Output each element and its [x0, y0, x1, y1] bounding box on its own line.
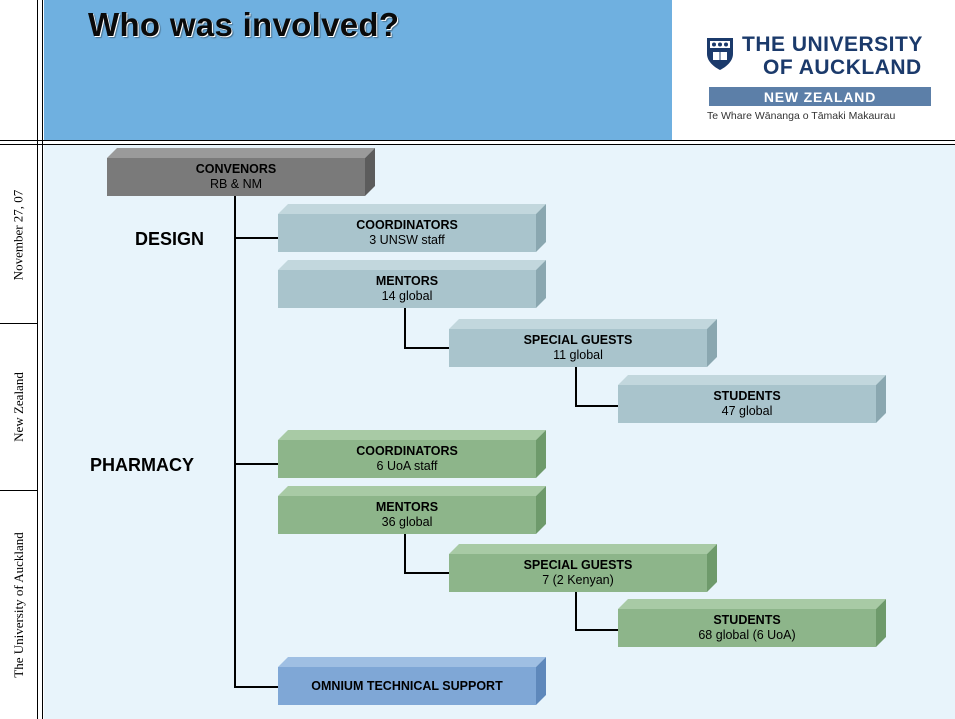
page-title: Who was involved?	[88, 6, 400, 43]
box-shape	[618, 375, 886, 423]
connector-pharmacy-students-v	[575, 588, 577, 631]
left-margin	[0, 0, 37, 719]
side-country: New Zealand	[10, 372, 26, 442]
connector-design-mentors	[404, 300, 406, 349]
margin-rule	[37, 0, 38, 719]
box-shape	[278, 430, 546, 478]
pharmacy-coordinators-detail: 6 UoA staff	[376, 459, 438, 473]
pharmacy-guests-title: SPECIAL GUESTS	[523, 558, 633, 572]
connector-pharmacy-guests	[404, 572, 450, 574]
design-mentors-title: MENTORS	[375, 274, 439, 288]
design-guests-detail: 11 global	[553, 348, 603, 362]
pharmacy-students-detail: 68 global (6 UoA)	[698, 628, 796, 642]
margin-rule-inner	[42, 0, 43, 719]
logo-band-text: NEW ZEALAND	[763, 88, 877, 105]
design-guests-box: SPECIAL GUESTS 11 global	[449, 329, 707, 367]
logo-maori-text: Te Whare Wānanga o Tāmaki Makaurau	[707, 110, 896, 122]
pharmacy-guests-box: SPECIAL GUESTS 7 (2 Kenyan)	[449, 554, 707, 592]
design-label: DESIGN	[135, 229, 205, 249]
design-coordinators-box: COORDINATORS 3 UNSW staff	[278, 214, 536, 252]
pharmacy-mentors-box: MENTORS 36 global	[278, 496, 536, 534]
pharmacy-guests-detail: 7 (2 Kenyan)	[542, 573, 614, 587]
design-students-title: STUDENTS	[713, 389, 781, 403]
header-rule-lower	[0, 144, 955, 145]
convenors-box: CONVENORS RB & NM	[107, 158, 365, 196]
logo-text-line2: OF AUCKLAND	[763, 56, 922, 79]
design-coordinators-detail: 3 UNSW staff	[369, 233, 445, 247]
side-divider	[0, 490, 38, 491]
support-title: OMNIUM TECHNICAL SUPPORT	[311, 678, 503, 693]
box-shape	[107, 148, 375, 196]
logo-text-line1: THE UNIVERSITY	[742, 33, 923, 56]
box-shape	[278, 260, 546, 308]
box-shape	[449, 319, 717, 367]
side-divider	[0, 323, 38, 324]
box-shape	[278, 486, 546, 534]
pharmacy-label: PHARMACY	[90, 455, 195, 475]
convenors-detail: RB & NM	[209, 177, 263, 191]
pharmacy-coordinators-title: COORDINATORS	[356, 444, 458, 458]
box-shape	[278, 657, 546, 705]
pharmacy-students-box: STUDENTS 68 global (6 UoA)	[618, 609, 876, 647]
connector-design-students	[575, 405, 620, 407]
design-mentors-detail: 14 global	[381, 289, 433, 303]
connector-support	[234, 686, 284, 688]
convenors-title: CONVENORS	[195, 162, 277, 176]
connector-pharmacy-mentors	[404, 527, 406, 574]
side-university: The University of Auckland	[10, 532, 26, 678]
logo-band: NEW ZEALAND	[709, 87, 931, 106]
design-students-box: STUDENTS 47 global	[618, 385, 876, 423]
pharmacy-mentors-title: MENTORS	[375, 500, 439, 514]
pharmacy-mentors-detail: 36 global	[381, 515, 433, 529]
connector-pharmacy-students	[575, 629, 620, 631]
header-band	[44, 0, 672, 140]
pharmacy-coordinators-box: COORDINATORS 6 UoA staff	[278, 440, 536, 478]
design-guests-title: SPECIAL GUESTS	[523, 333, 633, 347]
connector-design-guests	[404, 347, 450, 349]
pharmacy-students-title: STUDENTS	[713, 613, 781, 627]
connector-design	[234, 237, 278, 239]
connector-pharmacy	[234, 463, 278, 465]
support-box: OMNIUM TECHNICAL SUPPORT	[278, 667, 536, 705]
connector-design-students-v	[575, 362, 577, 407]
connector-trunk	[234, 196, 236, 686]
crest-icon	[707, 38, 733, 70]
box-shape	[449, 544, 717, 592]
design-students-detail: 47 global	[721, 404, 773, 418]
design-mentors-box: MENTORS 14 global	[278, 270, 536, 308]
design-coordinators-title: COORDINATORS	[356, 218, 458, 232]
box-shape	[278, 204, 546, 252]
header-rule	[0, 140, 955, 141]
box-shape	[618, 599, 886, 647]
side-date: November 27, 07	[10, 189, 26, 281]
